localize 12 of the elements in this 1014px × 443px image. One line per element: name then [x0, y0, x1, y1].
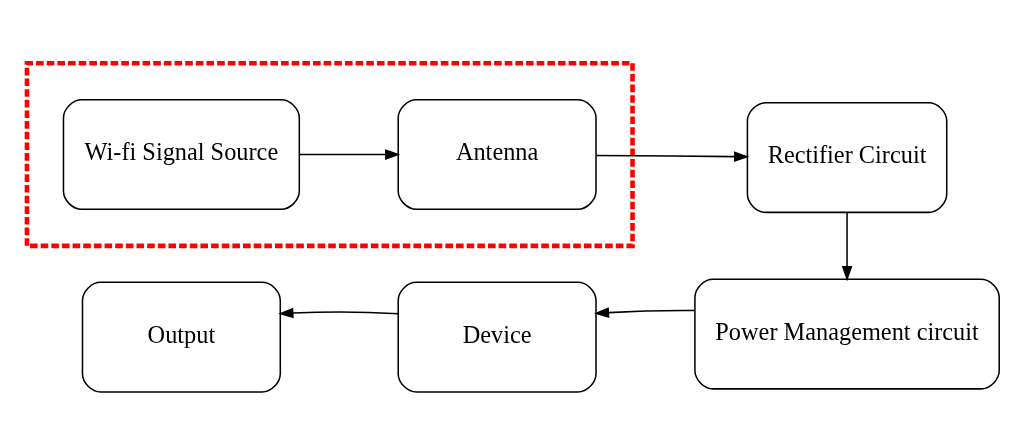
arrow	[593, 307, 696, 318]
arrow	[298, 149, 401, 160]
arrow	[278, 307, 399, 319]
node-box: Rectifier Circuit	[746, 102, 948, 214]
node-box: Power Management circuit	[694, 278, 1000, 390]
cluster	[24, 61, 635, 249]
node-box: Antenna	[397, 99, 597, 211]
arrow	[595, 151, 750, 162]
node-box: Wi-fi Signal Source	[62, 99, 301, 211]
node-box: Device	[397, 281, 597, 393]
arrow	[841, 211, 853, 282]
node-box: Output	[81, 281, 282, 393]
